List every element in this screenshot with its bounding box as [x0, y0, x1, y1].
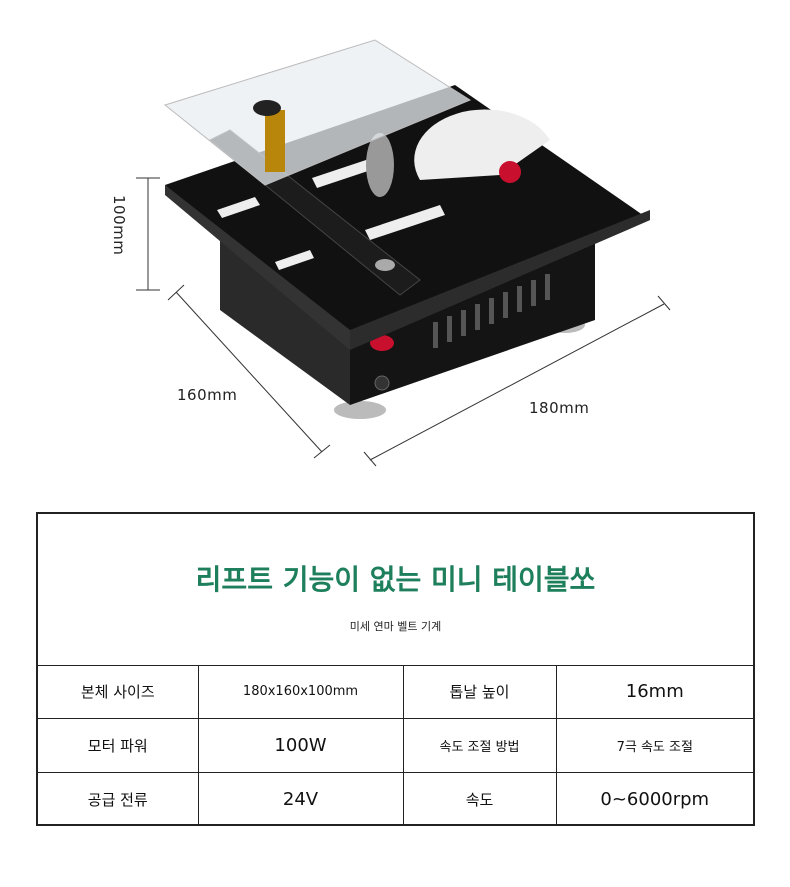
spec-value: 100W — [197, 718, 404, 773]
table-saw-illustration — [136, 39, 671, 467]
spec-label: 본체 사이즈 — [38, 665, 199, 719]
product-image: 100mm 160mm 180mm — [110, 39, 671, 467]
width-dimension-label: 160mm — [177, 386, 238, 404]
spec-label: 공급 전류 — [38, 772, 199, 826]
product-title: 리프트 기능이 없는 미니 테이블쏘 — [195, 563, 596, 596]
spec-value: 0~6000rpm — [555, 772, 753, 826]
spec-grid: 본체 사이즈 180x160x100mm 톱날 높이 16mm 모터 파워 10… — [38, 665, 753, 826]
spec-value: 24V — [197, 772, 404, 826]
spec-value: 180x160x100mm — [197, 665, 404, 719]
length-dimension-label: 180mm — [529, 399, 590, 417]
table-row: 공급 전류 24V 속도 0~6000rpm — [38, 772, 753, 826]
product-subtitle: 미세 연마 벨트 기계 — [349, 620, 442, 633]
spec-label: 모터 파워 — [38, 718, 199, 773]
table-row: 모터 파워 100W 속도 조절 방법 7극 속도 조절 — [38, 718, 753, 773]
spec-label: 속도 — [402, 772, 557, 826]
spec-value: 16mm — [555, 665, 753, 719]
table-row: 본체 사이즈 180x160x100mm 톱날 높이 16mm — [38, 665, 753, 719]
spec-value: 7극 속도 조절 — [555, 718, 753, 773]
spec-table: 리프트 기능이 없는 미니 테이블쏘 미세 연마 벨트 기계 본체 사이즈 18… — [36, 512, 755, 826]
spec-label: 속도 조절 방법 — [402, 718, 557, 773]
spec-header: 리프트 기능이 없는 미니 테이블쏘 미세 연마 벨트 기계 — [38, 514, 753, 666]
spec-label: 톱날 높이 — [402, 665, 557, 719]
height-dimension-label: 100mm — [110, 195, 128, 256]
dimension-lines — [136, 177, 671, 467]
